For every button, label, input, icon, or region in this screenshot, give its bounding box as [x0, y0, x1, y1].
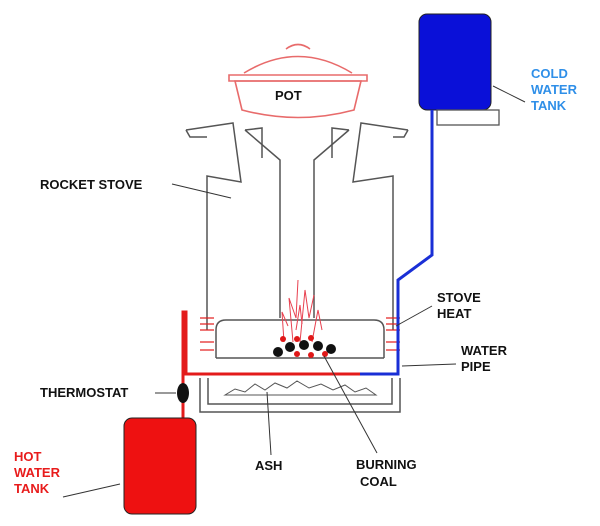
- svg-text:PIPE: PIPE: [461, 359, 491, 374]
- svg-text:WATER: WATER: [461, 343, 508, 358]
- svg-text:TANK: TANK: [531, 98, 567, 113]
- svg-text:STOVE: STOVE: [437, 290, 481, 305]
- pot-lid-handle: [285, 43, 311, 50]
- water-pipe-label: WATER PIPE: [461, 343, 508, 374]
- stove-heat-label: STOVE HEAT: [437, 290, 481, 321]
- burning-coal-label: BURNING COAL: [356, 457, 417, 489]
- pot-body: [233, 80, 363, 119]
- svg-text:HOT: HOT: [14, 449, 42, 464]
- pot-rim: [228, 74, 368, 82]
- ash-pan: [199, 378, 401, 413]
- svg-text:TANK: TANK: [14, 481, 50, 496]
- svg-text:HEAT: HEAT: [437, 306, 471, 321]
- combustion-chamber: [215, 319, 385, 358]
- svg-text:WATER: WATER: [14, 465, 61, 480]
- cold-tank-leader: [492, 85, 526, 103]
- hot-water-tank: [123, 417, 197, 515]
- burning-coal-leader: [323, 355, 378, 454]
- stove-left-outer: [185, 122, 242, 330]
- rocket-stove-label: ROCKET STOVE: [40, 177, 143, 192]
- right-support-gusset: [331, 127, 350, 158]
- left-support-gusset: [244, 127, 263, 158]
- cold-tank-stand: [436, 109, 500, 126]
- rocket-stove: [185, 122, 409, 413]
- pot: [228, 43, 368, 119]
- ash-pile: [223, 380, 378, 396]
- leader-lines: [62, 85, 526, 498]
- svg-text:WATER: WATER: [531, 82, 578, 97]
- heat-ticks-left: [200, 317, 214, 351]
- stove-right-inner: [393, 129, 409, 138]
- hot-tank-leader: [62, 483, 121, 498]
- svg-text:COAL: COAL: [360, 474, 397, 489]
- stove-left-inner: [185, 129, 207, 138]
- hot-water-tank-label: HOT WATER TANK: [14, 449, 61, 496]
- cold-water-tank: [418, 13, 492, 111]
- svg-text:BURNING: BURNING: [356, 457, 417, 472]
- cold-water-tank-label: COLD WATER TANK: [531, 66, 578, 113]
- pot-lid: [243, 55, 353, 74]
- left-flue-wall: [244, 129, 281, 318]
- hot-water-pipe: [162, 310, 360, 422]
- ash-pan-inner: [207, 378, 393, 405]
- thermostat-valve: [177, 383, 189, 403]
- rocket-stove-leader: [171, 183, 232, 199]
- flames: [281, 279, 323, 343]
- stove-right-outer: [352, 122, 409, 330]
- ash-label: ASH: [255, 458, 282, 473]
- right-flue-wall: [313, 129, 350, 318]
- burning-coal: [273, 335, 336, 358]
- stove-heat-leader: [395, 305, 433, 327]
- pot-label: POT: [275, 88, 302, 103]
- ash-leader: [266, 391, 272, 456]
- svg-text:COLD: COLD: [531, 66, 568, 81]
- thermostat-label: THERMOSTAT: [40, 385, 128, 400]
- cold-water-pipe: [360, 110, 434, 376]
- water-pipe-leader: [401, 363, 457, 367]
